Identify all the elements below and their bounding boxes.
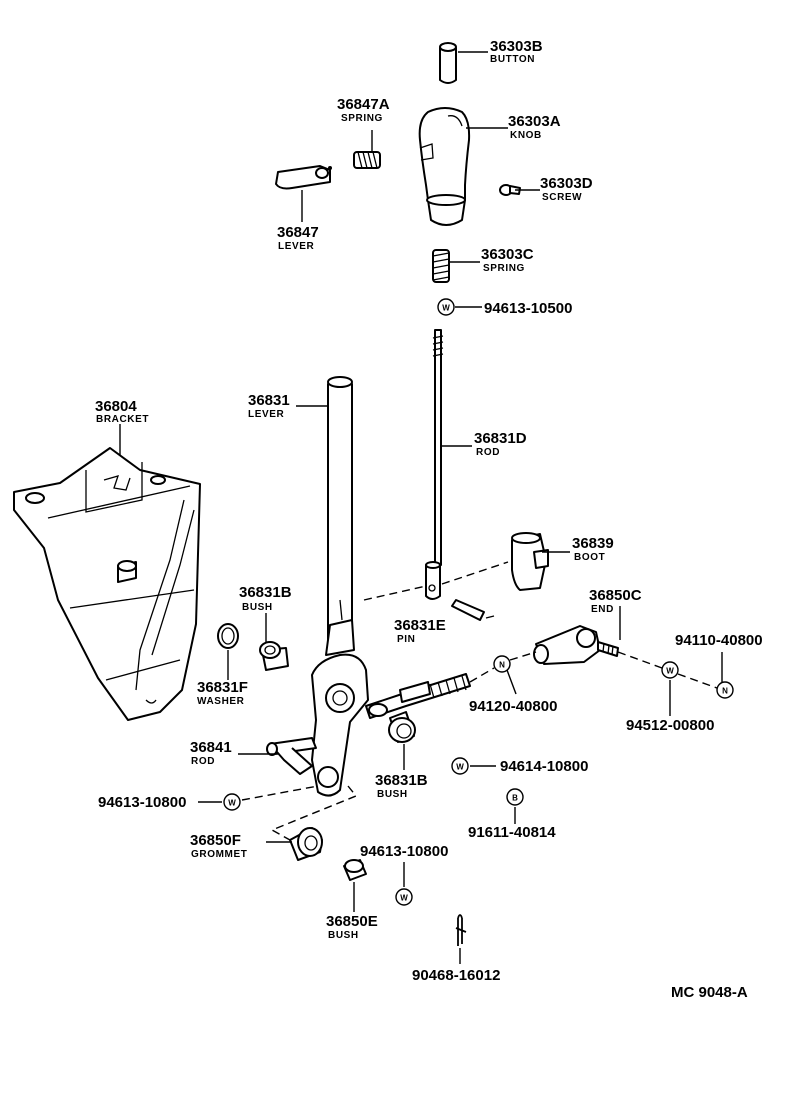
part-number-spring-a: 36847A [337,96,390,113]
washer-f-part [217,623,239,649]
lever-main-part [311,376,369,797]
rod-d-part [425,329,444,600]
spring-c-part [432,249,450,283]
part-name-rod-d: ROD [476,447,500,458]
part-name-rod: ROD [191,756,215,767]
part-name-lever-small: LEVER [278,241,315,252]
part-number-washer-2: 94512-00800 [626,717,714,734]
svg-text:W: W [400,894,408,903]
part-number-bolt: 91611-40814 [468,824,556,841]
part-number-bush-b-low: 36831B [375,772,428,789]
bush-b-top-part [259,641,289,671]
part-number-lever-main: 36831 [248,392,290,409]
svg-text:N: N [499,661,505,670]
part-number-washer-1: 94613-10500 [484,300,572,317]
part-name-boot: BOOT [574,552,605,563]
part-number-rod: 36841 [190,739,232,756]
part-number-washer-f: 36831F [197,679,248,696]
part-name-knob: KNOB [510,130,542,141]
part-number-bush-b-top: 36831B [239,584,292,601]
part-number-grommet: 36850F [190,832,241,849]
nut-symbol-2: N [716,681,734,699]
svg-text:W: W [228,799,236,808]
part-number-nut-2: 94110-40800 [675,632,763,649]
part-number-button: 36303B [490,38,543,55]
washer-symbol-3: W [451,757,469,775]
assembly-lines [241,561,718,841]
part-number-pin: 36831E [394,617,446,634]
part-number-boot: 36839 [572,535,614,552]
bracket-part [13,447,201,721]
rod-part [266,737,317,775]
washer-symbol-1: W [437,298,455,316]
part-number-screw: 36303D [540,175,593,192]
part-number-nut-1: 94120-40800 [469,698,557,715]
boot-part [511,532,549,591]
end-part [533,625,619,665]
part-number-bracket: 36804 [95,398,137,415]
spring-a-part [353,151,381,169]
nut-symbol-1: N [493,655,511,673]
washer-symbol-4: W [223,793,241,811]
part-name-spring-c: SPRING [483,263,525,274]
diagram-code: MC 9048-A [671,984,748,1001]
part-name-lever-main: LEVER [248,409,285,420]
part-name-bush-e: BUSH [328,930,359,941]
washer-symbol-5: W [395,888,413,906]
svg-text:B: B [512,794,518,803]
part-name-screw: SCREW [542,192,582,203]
button-part [439,42,457,84]
svg-text:W: W [456,763,464,772]
part-number-washer-5: 94613-10800 [360,843,448,860]
part-name-washer-f: WASHER [197,696,245,707]
part-number-knob: 36303A [508,113,561,130]
bush-e-part [343,859,367,881]
part-number-lever-small: 36847 [277,224,319,241]
lever-small-part [275,165,332,190]
part-number-rod-d: 36831D [474,430,527,447]
part-number-cotter-pin: 90468-16012 [412,967,500,984]
part-number-end: 36850C [589,587,642,604]
pin-part [451,599,485,621]
bolt-symbol: B [506,788,524,806]
bush-b-low-part [388,711,416,743]
leader-lines [119,51,723,964]
svg-text:W: W [442,304,450,313]
part-name-button: BUTTON [490,54,535,65]
part-labels: 36303B BUTTON 36847A SPRING 36303A KNOB … [95,38,763,1001]
part-number-spring-c: 36303C [481,246,534,263]
svg-text:W: W [666,667,674,676]
part-name-pin: PIN [397,634,415,645]
part-number-washer-3: 94614-10800 [500,758,588,775]
part-name-end: END [591,604,614,615]
part-name-bracket: BRACKET [96,414,149,425]
part-name-bush-b-top: BUSH [242,602,273,613]
knob-part [418,107,471,226]
part-number-washer-4: 94613-10800 [98,794,186,811]
grommet-part [289,827,323,861]
washer-symbol-2: W [661,661,679,679]
part-name-grommet: GROMMET [191,849,247,860]
cotter-pin-part [455,914,467,946]
part-name-spring-a: SPRING [341,113,383,124]
threaded-rod-part [365,673,471,719]
part-number-bush-e: 36850E [326,913,378,930]
svg-text:N: N [722,687,728,696]
part-name-bush-b-low: BUSH [377,789,408,800]
